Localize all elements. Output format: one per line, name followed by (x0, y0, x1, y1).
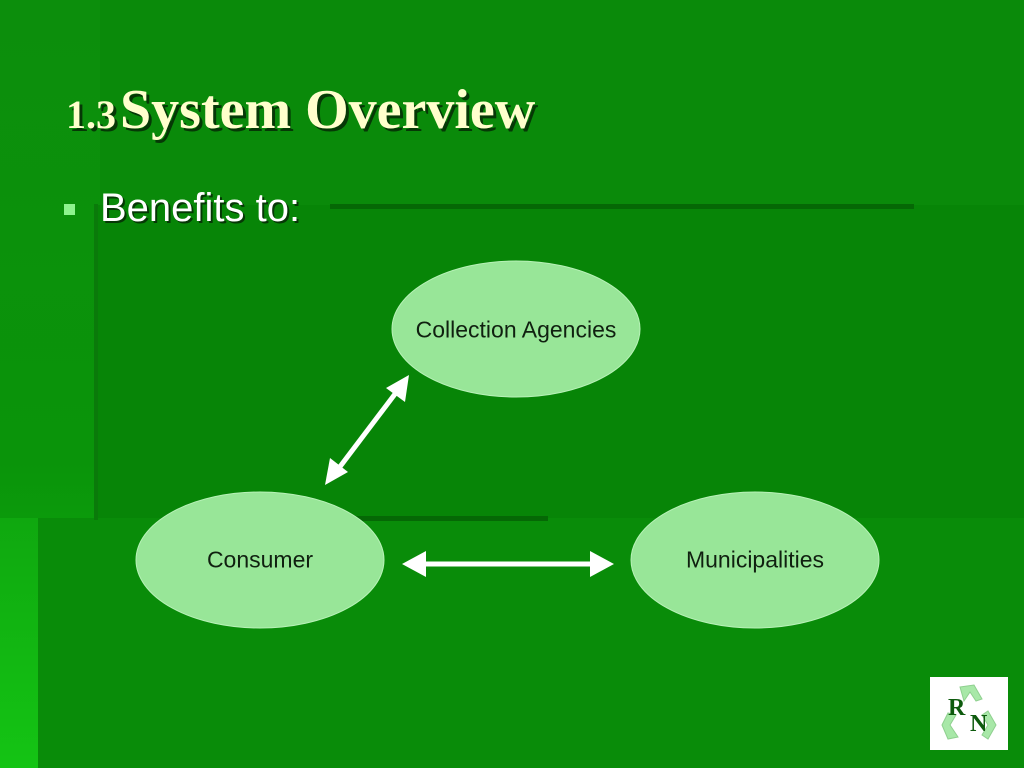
decorative-line-vertical (94, 204, 98, 520)
bullet-item: Benefits to: (64, 186, 300, 231)
bullet-square-icon (64, 204, 75, 215)
node-label-collection: Collection Agencies (415, 316, 617, 343)
node-collection-agencies (391, 260, 641, 398)
logo-letter-r: R (948, 695, 966, 721)
logo: R N (930, 677, 1008, 750)
decorative-line-middle (330, 516, 548, 521)
node-label-municipalities: Municipalities (685, 546, 825, 573)
node-label-consumer: Consumer (206, 546, 314, 573)
arrow-consumer-collection (325, 375, 409, 485)
title-text: System Overview (120, 79, 536, 141)
decorative-line-top (330, 204, 914, 209)
recycle-icon (941, 684, 997, 740)
title-number: 1.3 (66, 92, 116, 137)
slide-title: 1.3 System Overview (66, 78, 535, 142)
node-consumer (135, 491, 385, 629)
background-lower-left-strip (0, 518, 38, 768)
bullet-label: Benefits to: (100, 186, 301, 230)
logo-letter-n: N (970, 711, 988, 737)
arrow-consumer-municipalities (402, 551, 614, 577)
node-municipalities (630, 491, 880, 629)
